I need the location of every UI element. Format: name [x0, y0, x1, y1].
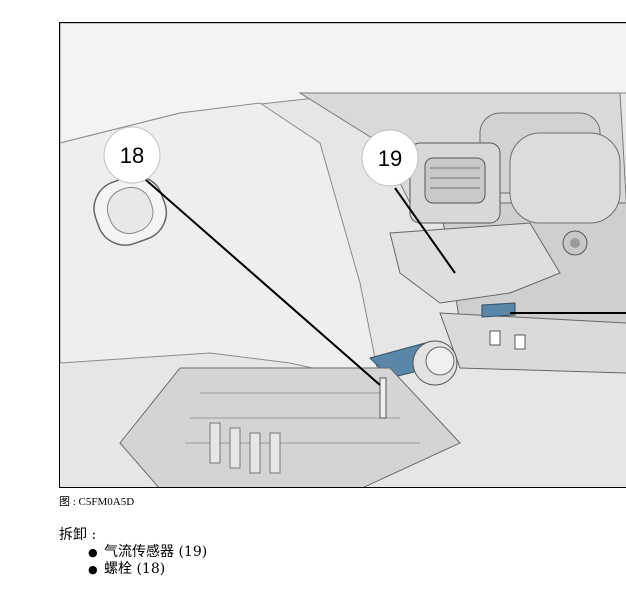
technical-illustration: 18 19: [59, 22, 626, 488]
action-heading: 拆卸 :: [59, 527, 97, 543]
step-text: 气流传感器 (19): [104, 544, 208, 560]
callout-19-label: 19: [378, 146, 402, 171]
engine-bay-drawing: 18 19: [60, 23, 626, 487]
step-text: 螺栓 (18): [104, 561, 166, 577]
list-item: ● 气流传感器 (19): [88, 544, 207, 561]
list-item: ● 螺栓 (18): [88, 561, 207, 578]
callout-18: 18: [103, 126, 161, 184]
callout-19: 19: [361, 129, 419, 187]
step-list: ● 气流传感器 (19) ● 螺栓 (18): [88, 544, 207, 578]
bullet-icon: ●: [88, 546, 98, 559]
callout-18-label: 18: [120, 143, 144, 168]
figure-caption: 图 : C5FM0A5D: [59, 496, 135, 508]
bullet-icon: ●: [88, 563, 98, 576]
